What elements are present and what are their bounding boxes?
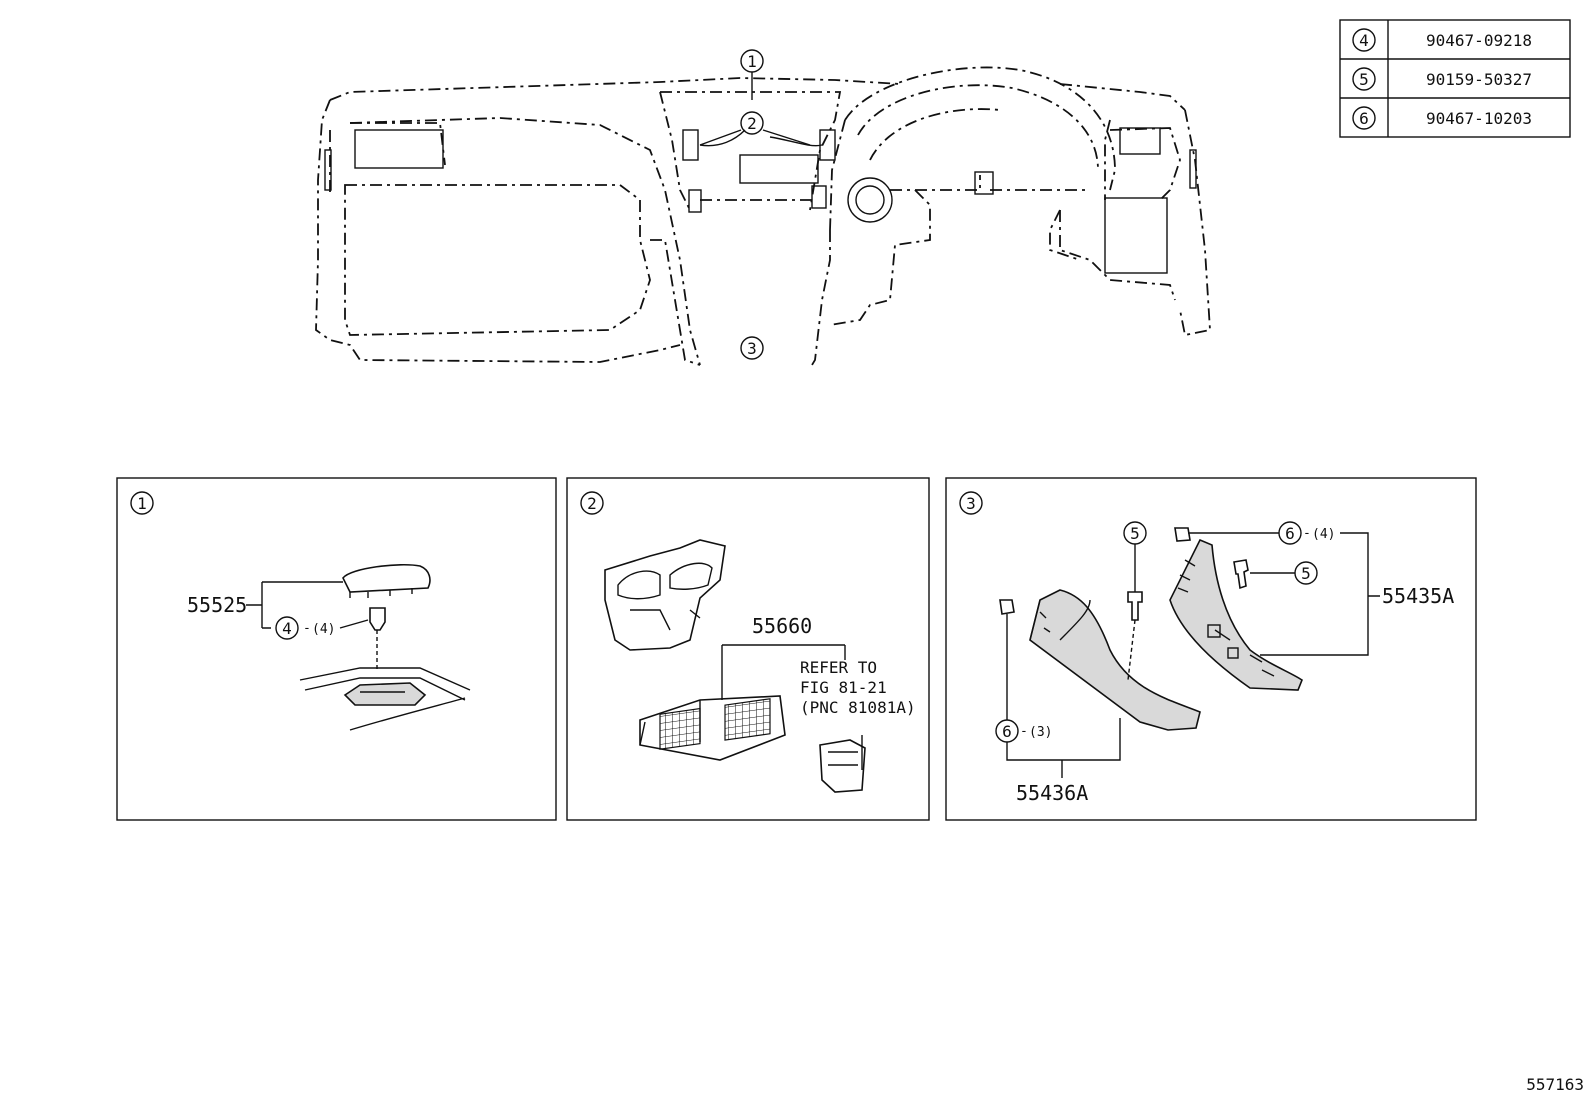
ref-6-left-dash: - bbox=[1020, 724, 1028, 739]
panel-index: 2 bbox=[587, 494, 597, 513]
lower-trim-left bbox=[1029, 589, 1201, 731]
ref-6-top-dash: - bbox=[1303, 526, 1311, 541]
callout-1: 1 bbox=[747, 52, 757, 71]
part-label-55436A: 55436A bbox=[1016, 781, 1088, 805]
refer-note-line-2: FIG 81-21 bbox=[800, 678, 887, 697]
detail-panel-3: 3 5 5 6 - (4) 55435A 6 bbox=[945, 477, 1477, 821]
clip-top bbox=[1174, 527, 1191, 542]
clip-left bbox=[999, 599, 1015, 615]
part-number: 90467-09218 bbox=[1426, 31, 1532, 50]
ref-number: 4 bbox=[1359, 31, 1369, 50]
parts-table: 4 90467-09218 5 90159-50327 6 90467-1020… bbox=[1339, 19, 1571, 138]
ref-5-right: 5 bbox=[1301, 564, 1311, 583]
fastener-qty: (4) bbox=[312, 622, 335, 637]
dashboard-overview: 1 2 3 bbox=[315, 49, 1211, 366]
part-number: 90467-10203 bbox=[1426, 109, 1532, 128]
duct-part bbox=[604, 539, 726, 651]
ref-6-left-qty: (3) bbox=[1029, 725, 1052, 740]
parts-table-row: 6 90467-10203 bbox=[1352, 106, 1532, 130]
callout-3: 3 bbox=[747, 339, 757, 358]
detail-panel-1: 1 55525 4 - (4) bbox=[116, 477, 557, 821]
lower-trim-right bbox=[1169, 538, 1303, 691]
cover-part bbox=[342, 563, 431, 593]
panel-index: 1 bbox=[137, 494, 147, 513]
fastener-dash: - bbox=[303, 621, 311, 636]
refer-note-line-1: REFER TO bbox=[800, 658, 877, 677]
parts-table-row: 4 90467-09218 bbox=[1352, 28, 1532, 52]
ref-number: 6 bbox=[1359, 109, 1369, 128]
ref-6-top-qty: (4) bbox=[1312, 527, 1335, 542]
clip-part bbox=[369, 607, 386, 631]
refer-note-line-3: (PNC 81081A) bbox=[800, 698, 916, 717]
connector-part bbox=[819, 739, 866, 793]
fastener-ref: 4 bbox=[282, 619, 292, 638]
ref-6-top: 6 bbox=[1285, 524, 1295, 543]
callout-2: 2 bbox=[747, 114, 757, 133]
parts-table-row: 5 90159-50327 bbox=[1352, 67, 1532, 91]
part-label-55525: 55525 bbox=[187, 593, 247, 617]
part-label-55660: 55660 bbox=[752, 614, 812, 638]
ref-number: 5 bbox=[1359, 70, 1369, 89]
panel-index: 3 bbox=[966, 494, 976, 513]
part-label-55435A: 55435A bbox=[1382, 584, 1454, 608]
detail-panel-2: 2 55660 REFER TO FIG 81-21 (PNC 81081A) bbox=[566, 477, 930, 821]
screw-right bbox=[1233, 559, 1249, 590]
figure-number: 557163 bbox=[1526, 1075, 1584, 1094]
ref-5-top: 5 bbox=[1130, 524, 1140, 543]
screw-center bbox=[1127, 591, 1143, 621]
ref-6-left: 6 bbox=[1002, 722, 1012, 741]
part-number: 90159-50327 bbox=[1426, 70, 1532, 89]
